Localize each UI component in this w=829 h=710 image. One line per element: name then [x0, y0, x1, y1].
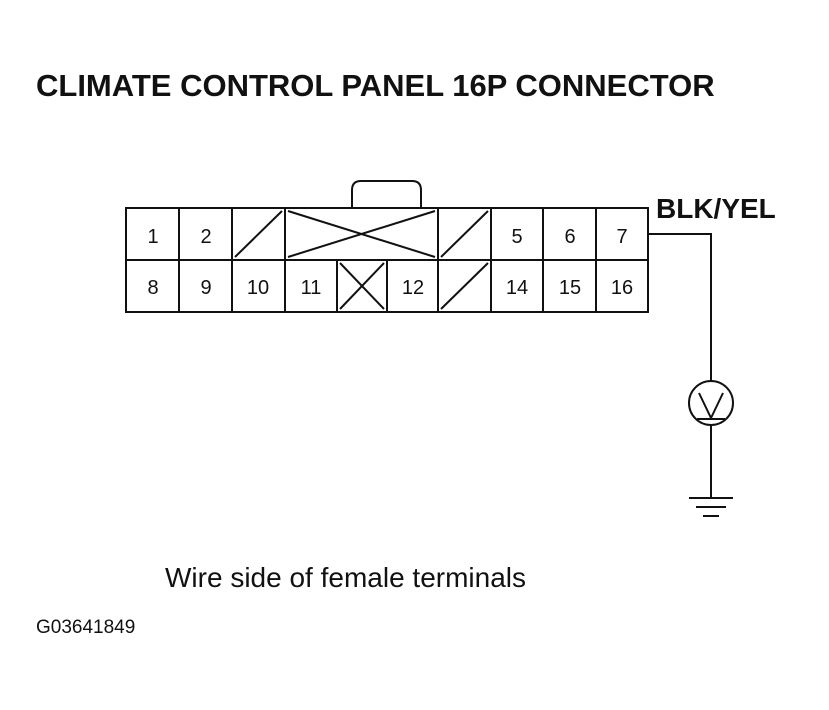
connector-latch — [351, 180, 422, 208]
voltmeter-v-symbol — [698, 392, 724, 421]
figure-id: G03641849 — [36, 617, 136, 638]
pin-5-label: 5 — [511, 226, 522, 248]
pin-9-label: 9 — [200, 277, 211, 299]
pin-7-label: 7 — [616, 226, 627, 248]
pin-1-label: 1 — [147, 226, 158, 248]
pin-2-label: 2 — [200, 226, 211, 248]
pin-12-label: 12 — [402, 277, 424, 299]
wire-color-label: BLK/YEL — [656, 193, 776, 224]
pin-16-label: 16 — [611, 277, 633, 299]
unused-cavity-13 — [440, 262, 489, 310]
unused-cavity-4 — [440, 210, 489, 258]
diagram-caption: Wire side of female terminals — [165, 562, 527, 593]
ground-icon — [689, 497, 733, 517]
pin-8-label: 8 — [147, 277, 158, 299]
unused-cavity-3 — [234, 210, 283, 258]
pin-15-label: 15 — [559, 277, 581, 299]
blocked-cavity — [339, 262, 385, 310]
pin-14-label: 14 — [506, 277, 528, 299]
pin-10-label: 10 — [247, 277, 269, 299]
pin-6-label: 6 — [564, 226, 575, 248]
pin-11-label: 11 — [301, 277, 322, 299]
unused-cavity-wide — [287, 210, 436, 258]
diagram-title: CLIMATE CONTROL PANEL 16P CONNECTOR — [36, 68, 715, 103]
wire-blk-yel — [648, 233, 712, 381]
